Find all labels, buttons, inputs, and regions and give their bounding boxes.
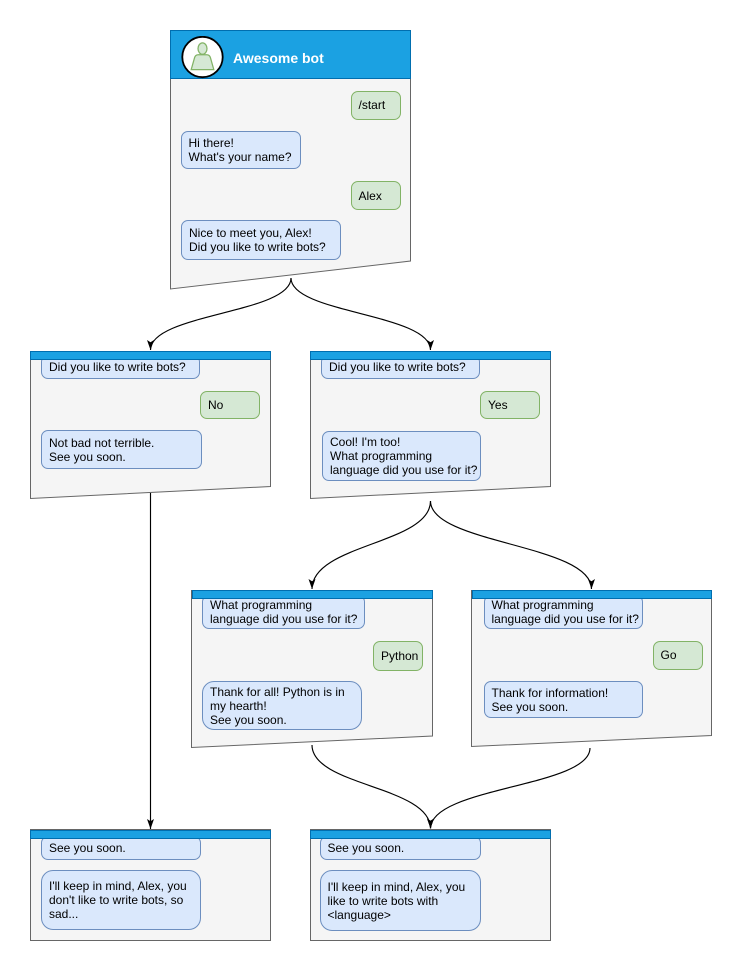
edge-yes-to-go (429, 500, 595, 590)
python-branch-header (191, 590, 433, 599)
message-bubble-what-language-python: What programming language did you use fo… (202, 595, 365, 629)
message-bubble-not-bad: Not bad not terrible. See you soon. (41, 430, 202, 469)
farewell-no-header (30, 829, 271, 839)
bot-avatar-icon (180, 35, 224, 78)
farewell-yes-header (310, 829, 551, 839)
message-bubble-alex: Alex (350, 181, 401, 210)
message-bubble-cool-im-too: Cool! I'm too! What programming language… (322, 430, 481, 481)
yes-branch-header (310, 351, 551, 360)
message-bubble-what-language-go: What programming language did you use fo… (483, 595, 643, 629)
edge-main-to-no (147, 277, 292, 351)
message-bubble-yes: Yes (480, 391, 540, 419)
message-bubble-keep-in-mind-no: I'll keep in mind, Alex, you don't like … (41, 870, 201, 930)
window-panels (30, 30, 712, 941)
no-branch-header (30, 351, 271, 360)
message-bubble-see-you-soon-yes: See you soon. (319, 836, 481, 860)
edge-python-to-farewell (311, 744, 434, 829)
message-bubble-nice-to-meet: Nice to meet you, Alex! Did you like to … (181, 219, 341, 260)
edge-yes-to-python (308, 500, 432, 590)
message-bubble-see-you-soon-no: See you soon. (41, 836, 201, 860)
message-bubble-thank-for-all: Thank for all! Python is in my hearth! S… (202, 681, 362, 730)
edge-go-to-farewell (427, 747, 591, 829)
message-bubble-hi-there: Hi there! What's your name? (180, 131, 301, 169)
message-bubble-keep-in-mind-yes: I'll keep in mind, Alex, you like to wri… (319, 870, 481, 931)
connectors (147, 277, 595, 829)
message-bubble-go: Go (652, 640, 703, 670)
message-bubble-python: Python (373, 640, 423, 671)
message-bubble-no: No (200, 391, 260, 419)
main-chat-title: Awesome bot (233, 49, 324, 66)
go-branch-header (471, 590, 712, 599)
message-bubble-thank-for-information: Thank for information! See you soon. (483, 681, 643, 718)
message-bubble-start: /start (350, 90, 401, 120)
main-chat-header: Awesome bot (170, 30, 411, 79)
edge-main-to-yes (290, 277, 434, 351)
